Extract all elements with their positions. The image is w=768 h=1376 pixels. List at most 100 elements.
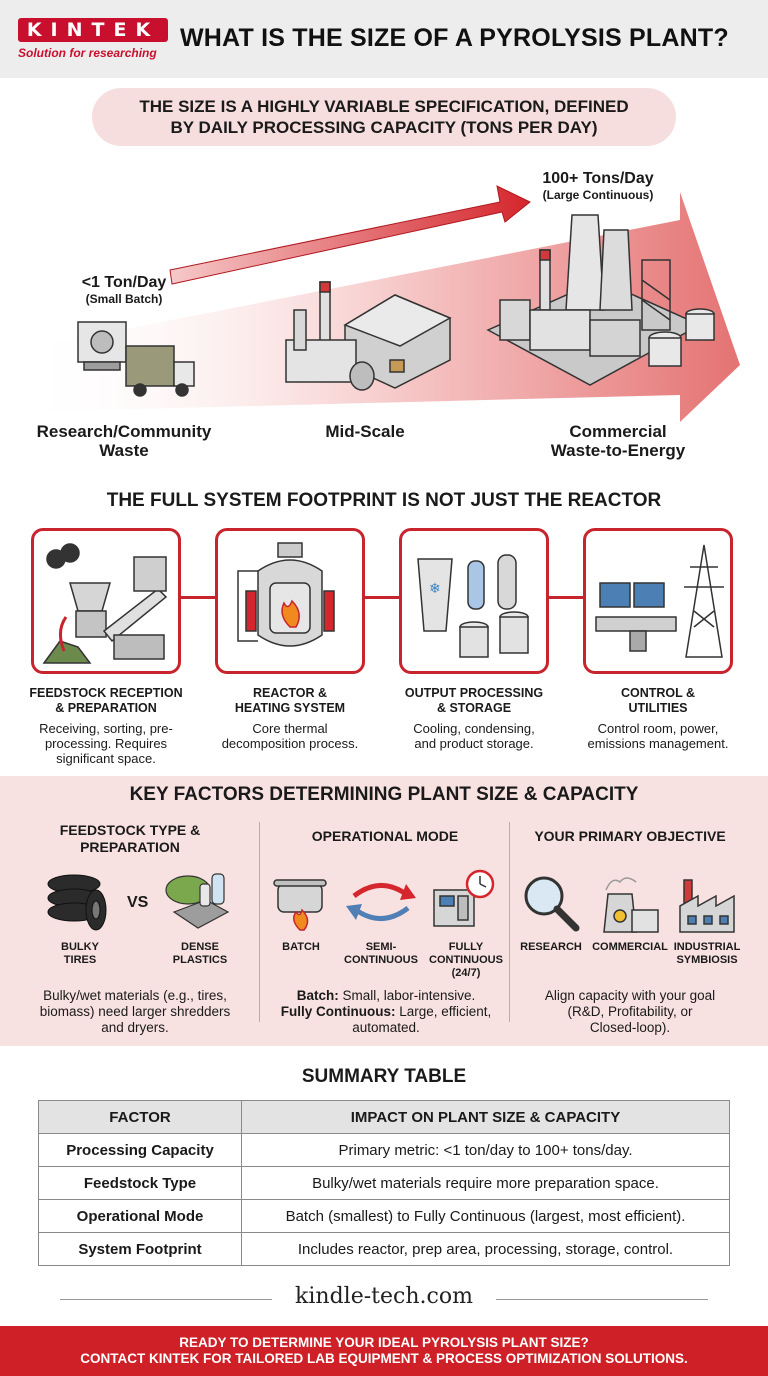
stage-desc-line: and product storage. bbox=[414, 736, 534, 751]
output-storage-card: ❄ bbox=[399, 528, 549, 674]
large-capacity-label: 100+ Tons/Day (Large Continuous) bbox=[528, 170, 668, 202]
table-row: Processing Capacity Primary metric: <1 t… bbox=[38, 1133, 730, 1167]
svg-text:❄: ❄ bbox=[429, 581, 441, 597]
definition-banner: THE SIZE IS A HIGHLY VARIABLE SPECIFICAT… bbox=[92, 88, 676, 146]
feedstock-description: Bulky/wet materials (e.g., tires, biomas… bbox=[20, 988, 250, 1036]
tires-icon bbox=[47, 874, 107, 931]
mode-description: Batch: Small, labor-intensive. Fully Con… bbox=[266, 988, 506, 1036]
semi-continuous-label: SEMI- CONTINUOUS bbox=[338, 941, 424, 967]
tier-commercial-line-1: Commercial bbox=[569, 422, 667, 441]
desc-line: biomass) need larger shredders bbox=[39, 1004, 231, 1019]
column-header-factor: FACTOR bbox=[38, 1100, 242, 1134]
stage-output-desc: Cooling, condensing, and product storage… bbox=[384, 721, 564, 751]
tier-mid-scale: Mid-Scale bbox=[290, 422, 440, 441]
kintek-logo[interactable]: KINTEK Solution for researching bbox=[18, 18, 170, 66]
stage-reactor-desc: Core thermal decomposition process. bbox=[200, 721, 380, 751]
stage-title-line: & STORAGE bbox=[436, 701, 512, 715]
factor-cell: Operational Mode bbox=[38, 1199, 242, 1233]
label-line: CONTINUOUS bbox=[429, 954, 503, 966]
desc-line: Bulky/wet materials (e.g., tires, bbox=[43, 988, 227, 1003]
col-title-line: FEEDSTOCK TYPE & bbox=[59, 822, 201, 838]
batch-text: Small, labor-intensive. bbox=[338, 988, 476, 1003]
impact-cell: Includes reactor, prep area, processing,… bbox=[241, 1232, 730, 1266]
desc-line: and dryers. bbox=[101, 1020, 169, 1035]
cta-line-1: READY TO DETERMINE YOUR IDEAL PYROLYSIS … bbox=[179, 1335, 589, 1350]
banner-line-2: BY DAILY PROCESSING CAPACITY (TONS PER D… bbox=[170, 118, 598, 137]
small-capacity-value: <1 Ton/Day bbox=[81, 274, 167, 291]
tier-research-line-1: Research/Community bbox=[36, 422, 212, 441]
tier-commercial-line-2: Waste-to-Energy bbox=[550, 441, 686, 460]
desc-line: Fully Continuous: Large, efficient, bbox=[266, 1004, 506, 1020]
batch-term: Batch: bbox=[296, 988, 339, 1003]
bulky-tires-label: BULKY TIRES bbox=[50, 941, 110, 967]
label-line: DENSE bbox=[181, 941, 219, 953]
tier-commercial: Commercial Waste-to-Energy bbox=[516, 422, 720, 460]
impact-cell: Primary metric: <1 ton/day to 100+ tons/… bbox=[241, 1133, 730, 1167]
factory-icon bbox=[679, 879, 735, 933]
stage-desc-line: Cooling, condensing, bbox=[413, 721, 535, 736]
stage-desc-line: Receiving, sorting, pre- bbox=[39, 721, 173, 736]
continuous-term: Fully Continuous: bbox=[280, 1004, 396, 1019]
label-line: CONTINUOUS bbox=[344, 954, 418, 966]
column-header-impact: IMPACT ON PLANT SIZE & CAPACITY bbox=[241, 1100, 730, 1134]
website-link[interactable]: kindle-tech.com bbox=[295, 1284, 473, 1309]
shredder-conveyor-icon bbox=[42, 543, 168, 664]
stage-control-desc: Control room, power, emissions managemen… bbox=[568, 721, 748, 751]
dense-plastics-label: DENSE PLASTICS bbox=[160, 941, 240, 967]
large-capacity-value: 100+ Tons/Day bbox=[542, 170, 654, 187]
divider-right bbox=[496, 1299, 708, 1300]
logo-wordmark: KINTEK bbox=[18, 18, 168, 42]
large-capacity-type: (Large Continuous) bbox=[542, 188, 654, 202]
condenser-tanks-icon: ❄ bbox=[417, 554, 529, 658]
banner-line-1: THE SIZE IS A HIGHLY VARIABLE SPECIFICAT… bbox=[139, 97, 629, 116]
stage-desc-line: significant space. bbox=[56, 751, 156, 766]
footprint-title: THE FULL SYSTEM FOOTPRINT IS NOT JUST TH… bbox=[106, 490, 662, 511]
versus-label: VS bbox=[127, 894, 149, 911]
objective-column-title: YOUR PRIMARY OBJECTIVE bbox=[534, 828, 726, 844]
stage-desc-line: decomposition process. bbox=[221, 736, 359, 751]
page-title: WHAT IS THE SIZE OF A PYROLYSIS PLANT? bbox=[180, 24, 729, 52]
desc-line: Align capacity with your goal bbox=[544, 988, 716, 1003]
stage-title-line: CONTROL & bbox=[620, 686, 696, 700]
factor-cell: System Footprint bbox=[38, 1232, 242, 1266]
research-label: RESEARCH bbox=[520, 941, 582, 953]
feedstock-column-title: FEEDSTOCK TYPE & PREPARATION bbox=[20, 822, 240, 856]
stage-desc-line: Core thermal bbox=[252, 721, 328, 736]
control-room-tower-icon bbox=[595, 544, 724, 658]
plastics-icon bbox=[165, 873, 230, 929]
stage-title-line: OUTPUT PROCESSING bbox=[404, 686, 544, 700]
continuous-text: Large, efficient, bbox=[395, 1004, 492, 1019]
factor-cell: Feedstock Type bbox=[38, 1166, 242, 1200]
col-title-line: PREPARATION bbox=[80, 839, 180, 855]
label-line: SYMBIOSIS bbox=[676, 954, 738, 966]
table-row: System Footprint Includes reactor, prep … bbox=[38, 1232, 730, 1266]
control-utilities-card bbox=[583, 528, 733, 674]
commercial-label: COMMERCIAL bbox=[592, 941, 668, 953]
summary-title: SUMMARY TABLE bbox=[301, 1066, 467, 1087]
label-line: (24/7) bbox=[451, 967, 481, 979]
cta-line-2: CONTACT KINTEK FOR TAILORED LAB EQUIPMEN… bbox=[80, 1351, 688, 1366]
stage-title-line: HEATING SYSTEM bbox=[234, 701, 346, 715]
label-line: BULKY bbox=[61, 941, 99, 953]
desc-line: automated. bbox=[352, 1020, 420, 1035]
dump-truck-icon bbox=[125, 345, 195, 397]
stage-title-line: FEEDSTOCK RECEPTION bbox=[29, 686, 183, 700]
key-factors-title: KEY FACTORS DETERMINING PLANT SIZE & CAP… bbox=[129, 784, 639, 805]
summary-table: FACTOR IMPACT ON PLANT SIZE & CAPACITY P… bbox=[38, 1100, 730, 1266]
stage-desc-line: Control room, power, bbox=[597, 721, 719, 736]
stage-control-title: CONTROL & UTILITIES bbox=[568, 686, 748, 716]
call-to-action-banner[interactable]: READY TO DETERMINE YOUR IDEAL PYROLYSIS … bbox=[0, 1326, 768, 1376]
stage-title-line: & PREPARATION bbox=[55, 701, 157, 715]
header: KINTEK Solution for researching WHAT IS … bbox=[0, 0, 768, 78]
mid-scale-plant-icon bbox=[285, 281, 452, 391]
feedstock-reception-card bbox=[31, 528, 181, 674]
label-line: FULLY bbox=[448, 941, 484, 953]
objective-description: Align capacity with your goal (R&D, Prof… bbox=[515, 988, 745, 1036]
label-line: TIRES bbox=[63, 954, 97, 966]
factor-cell: Processing Capacity bbox=[38, 1133, 242, 1167]
industrial-symbiosis-label: INDUSTRIAL SYMBIOSIS bbox=[670, 941, 744, 967]
stage-feedstock-title: FEEDSTOCK RECEPTION & PREPARATION bbox=[16, 686, 196, 716]
stage-desc-line: processing. Requires bbox=[44, 736, 168, 751]
small-capacity-type: (Small Batch) bbox=[85, 292, 163, 306]
desc-line: (R&D, Profitability, or bbox=[567, 1004, 693, 1019]
